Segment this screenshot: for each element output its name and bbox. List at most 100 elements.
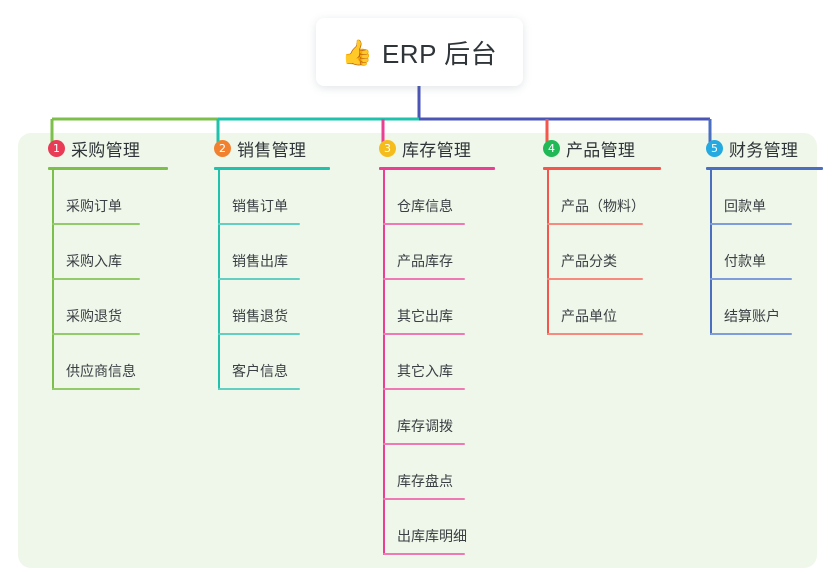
branch-column-4: 4 产品管理产品（物料） 产品分类产品单位 (525, 133, 661, 335)
leaf-list: 产品（物料） 产品分类产品单位 (525, 170, 661, 335)
leaf-item-label: 库存调拨 (397, 418, 453, 434)
leaf-item-underline (52, 333, 140, 335)
leaf-item[interactable]: 其它入库 (361, 335, 495, 390)
leaf-item[interactable]: 产品库存 (361, 225, 495, 280)
leaf-list: 采购订单采购入库采购退货供应商信息 (30, 170, 168, 390)
leaf-item-underline (218, 388, 300, 390)
branch-header-2[interactable]: 2 销售管理 (196, 133, 330, 163)
leaf-item[interactable]: 付款单 (688, 225, 823, 280)
leaf-item-underline (218, 223, 300, 225)
branch-title: 库存管理 (402, 140, 472, 160)
thumbs-up-icon: 👍 (341, 38, 373, 67)
leaf-item[interactable]: 采购退货 (30, 280, 168, 335)
leaf-item-label: 销售出库 (232, 253, 288, 269)
leaf-item-label: 其它入库 (397, 363, 453, 379)
leaf-item[interactable]: 产品（物料） (525, 170, 661, 225)
branch-underline (543, 167, 661, 170)
branch-column-5: 5 财务管理回款单付款单结算账户 (688, 133, 823, 335)
leaf-spine (710, 170, 712, 335)
branch-header-3[interactable]: 3 库存管理 (361, 133, 495, 163)
leaf-item-underline (547, 223, 643, 225)
leaf-item[interactable]: 回款单 (688, 170, 823, 225)
leaf-item-label: 采购退货 (66, 308, 122, 324)
branch-column-3: 3 库存管理仓库信息产品库存其它出库其它入库库存调拨库存盘点出库库明细 (361, 133, 495, 555)
leaf-item[interactable]: 库存调拨 (361, 390, 495, 445)
leaf-item-underline (218, 333, 300, 335)
root-node-card[interactable]: 👍 ERP 后台 (316, 18, 523, 86)
branch-number-badge: 2 (214, 139, 231, 157)
branch-underline (214, 167, 330, 170)
branch-number-badge: 1 (48, 139, 65, 157)
leaf-item[interactable]: 采购订单 (30, 170, 168, 225)
leaf-item[interactable]: 销售退货 (196, 280, 330, 335)
branch-title: 采购管理 (71, 140, 141, 160)
leaf-item-label: 其它出库 (397, 308, 453, 324)
branch-number-badge: 3 (379, 139, 396, 157)
leaf-item-underline (383, 553, 465, 555)
branch-header-1[interactable]: 1 采购管理 (30, 133, 168, 163)
leaf-item-underline (547, 333, 643, 335)
leaf-item-label: 采购入库 (66, 253, 122, 269)
leaf-item-label: 采购订单 (66, 198, 122, 214)
leaf-spine (383, 170, 385, 555)
branch-underline (706, 167, 823, 170)
leaf-item[interactable]: 其它出库 (361, 280, 495, 335)
leaf-list: 销售订单销售出库销售退货客户信息 (196, 170, 330, 390)
leaf-item-underline (52, 278, 140, 280)
branch-column-2: 2 销售管理销售订单销售出库销售退货客户信息 (196, 133, 330, 390)
leaf-item-underline (383, 498, 465, 500)
branch-header-4[interactable]: 4 产品管理 (525, 133, 661, 163)
branch-underline (379, 167, 495, 170)
leaf-item[interactable]: 仓库信息 (361, 170, 495, 225)
leaf-item-label: 付款单 (724, 253, 766, 269)
branch-title: 产品管理 (566, 140, 636, 160)
diagram-panel (18, 133, 817, 568)
leaf-item-label: 销售退货 (232, 308, 288, 324)
root-node-title: ERP 后台 (381, 38, 498, 69)
leaf-item-underline (218, 278, 300, 280)
leaf-spine (218, 170, 220, 390)
leaf-item-label: 销售订单 (232, 198, 288, 214)
leaf-item[interactable]: 客户信息 (196, 335, 330, 390)
leaf-item-label: 回款单 (724, 198, 766, 214)
leaf-spine (52, 170, 54, 390)
leaf-item-label: 产品库存 (397, 253, 453, 269)
branch-number-badge: 5 (706, 139, 723, 157)
leaf-item-label: 出库库明细 (397, 528, 467, 544)
leaf-item-label: 产品分类 (561, 253, 617, 269)
branch-title: 销售管理 (237, 140, 307, 160)
leaf-item-label: 客户信息 (232, 363, 288, 379)
leaf-list: 回款单付款单结算账户 (688, 170, 823, 335)
leaf-item-underline (383, 223, 465, 225)
leaf-item[interactable]: 产品分类 (525, 225, 661, 280)
leaf-item-label: 结算账户 (724, 308, 780, 324)
leaf-item-underline (710, 278, 792, 280)
leaf-item-underline (383, 388, 465, 390)
leaf-item[interactable]: 采购入库 (30, 225, 168, 280)
leaf-item-underline (52, 223, 140, 225)
branch-column-1: 1 采购管理采购订单采购入库采购退货供应商信息 (30, 133, 168, 390)
leaf-item-label: 仓库信息 (397, 198, 453, 214)
leaf-item[interactable]: 出库库明细 (361, 500, 495, 555)
leaf-item-label: 产品单位 (561, 308, 617, 324)
branch-title: 财务管理 (729, 140, 799, 160)
leaf-item-underline (383, 333, 465, 335)
leaf-item-underline (710, 333, 792, 335)
leaf-spine (547, 170, 549, 335)
leaf-item[interactable]: 销售出库 (196, 225, 330, 280)
leaf-item-label: 产品（物料） (561, 198, 645, 214)
leaf-item[interactable]: 供应商信息 (30, 335, 168, 390)
branch-header-5[interactable]: 5 财务管理 (688, 133, 823, 163)
leaf-item-label: 供应商信息 (66, 363, 136, 379)
leaf-item[interactable]: 库存盘点 (361, 445, 495, 500)
leaf-item-underline (52, 388, 140, 390)
leaf-item-underline (383, 278, 465, 280)
leaf-item-label: 库存盘点 (397, 473, 453, 489)
branch-number-badge: 4 (543, 139, 560, 157)
leaf-item-underline (383, 443, 465, 445)
leaf-list: 仓库信息产品库存其它出库其它入库库存调拨库存盘点出库库明细 (361, 170, 495, 555)
leaf-item[interactable]: 结算账户 (688, 280, 823, 335)
leaf-item[interactable]: 产品单位 (525, 280, 661, 335)
leaf-item[interactable]: 销售订单 (196, 170, 330, 225)
